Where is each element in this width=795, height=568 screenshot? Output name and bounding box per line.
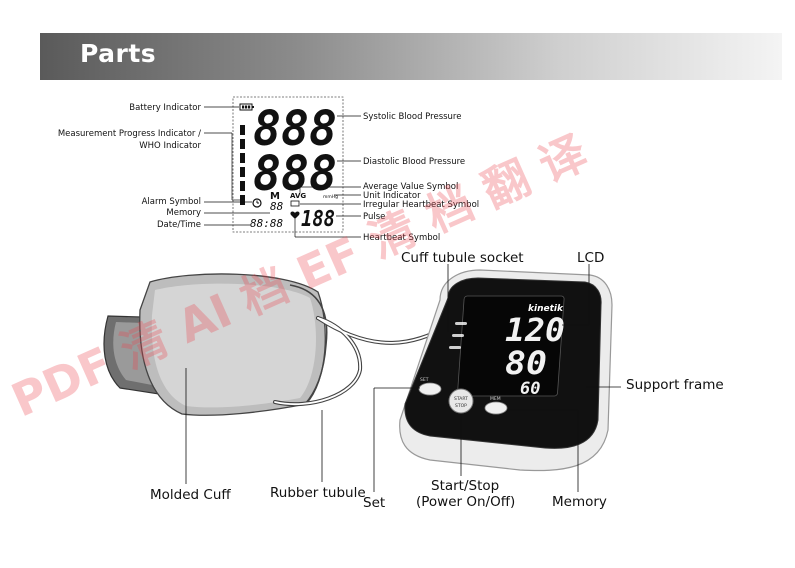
battery-icon	[239, 103, 254, 111]
label-date-time: Date/Time	[157, 220, 201, 230]
blood-pressure-monitor: kinetik 120 80 60 SET START STOP MEM	[399, 269, 613, 472]
svg-text:START: START	[454, 396, 468, 402]
label-diastolic: Diastolic Blood Pressure	[363, 157, 466, 167]
label-pulse: Pulse	[363, 212, 386, 222]
label-start-stop: Start/Stop	[431, 478, 500, 494]
progress-indicator-icon	[240, 125, 245, 205]
device-systolic-reading: 120	[505, 311, 565, 349]
svg-text:MEM: MEM	[490, 396, 501, 402]
label-systolic: Systolic Blood Pressure	[363, 112, 462, 122]
device-diastolic-reading: 80	[505, 344, 547, 382]
page-title: Parts	[80, 39, 157, 68]
lcd-date-time-digits: 88:88	[250, 217, 283, 230]
svg-text:SET: SET	[420, 377, 429, 383]
label-support-frame: Support frame	[626, 377, 724, 393]
label-cuff-tubule-socket: Cuff tubule socket	[401, 250, 524, 266]
heart-icon	[290, 211, 300, 219]
start-stop-button[interactable]: START STOP	[448, 388, 474, 414]
memory-button[interactable]: MEM	[484, 396, 508, 415]
irregular-heartbeat-icon	[290, 200, 300, 207]
label-irregular-heartbeat: Irregular Heartbeat Symbol	[363, 200, 480, 210]
device-brand-logo: kinetik	[528, 304, 564, 314]
label-power-on-off: (Power On/Off)	[416, 494, 516, 510]
label-battery-indicator: Battery Indicator	[129, 103, 201, 113]
label-memory-button: Memory	[552, 494, 607, 510]
label-average-value: Average Value Symbol	[363, 182, 459, 192]
label-memory: Memory	[166, 208, 201, 218]
lcd-unit-symbol: mmHg	[323, 194, 338, 200]
set-button[interactable]: SET	[418, 377, 442, 396]
label-lcd: LCD	[577, 250, 605, 266]
lcd-pulse-digits: 188	[301, 207, 335, 232]
lcd-schematic: 888 888 M AVG mmHg 88 88:88 188	[204, 96, 361, 238]
lcd-memory-digits: 88	[270, 200, 284, 213]
section-header-banner: Parts	[40, 33, 782, 80]
svg-text:STOP: STOP	[455, 403, 467, 409]
label-set: Set	[363, 495, 386, 511]
alarm-clock-icon	[252, 198, 262, 208]
lcd-avg-symbol: AVG	[290, 192, 306, 200]
lcd-systolic-digits: 888	[253, 101, 337, 157]
label-unit-indicator: Unit Indicator	[363, 191, 421, 201]
molded-cuff-illustration	[103, 273, 328, 416]
device-pulse-reading: 60	[520, 379, 540, 399]
label-progress-indicator: Measurement Progress Indicator /	[57, 129, 201, 139]
label-heartbeat-symbol: Heartbeat Symbol	[363, 233, 441, 243]
label-molded-cuff: Molded Cuff	[150, 487, 231, 503]
lcd-diastolic-digits: 888	[253, 146, 337, 202]
label-alarm-symbol: Alarm Symbol	[141, 197, 201, 207]
label-who-indicator: WHO Indicator	[139, 141, 201, 151]
lcd-m-symbol: M	[270, 191, 280, 202]
label-rubber-tubule: Rubber tubule	[270, 485, 366, 501]
